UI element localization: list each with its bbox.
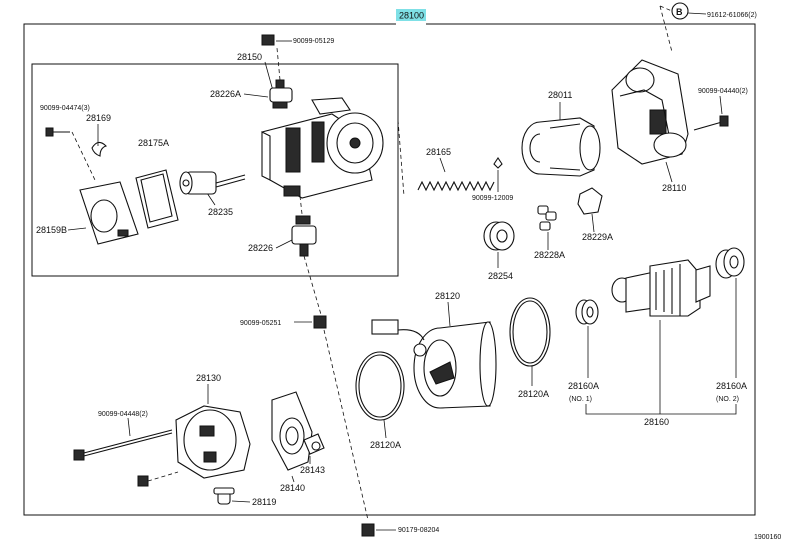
label-28254[interactable]: 28254 (488, 271, 513, 281)
label-28159b[interactable]: 28159B (36, 225, 67, 235)
brush-holder-28140 (271, 391, 313, 471)
label-28160a-no1[interactable]: 28160A (568, 381, 599, 391)
label-28175a[interactable]: 28175A (138, 138, 169, 148)
brush-28143 (303, 433, 325, 455)
label-90099-05251[interactable]: 90099-05251 (240, 320, 281, 327)
end-frame-28130 (175, 405, 251, 479)
label-90099-04440[interactable]: 90099-04440(2) (698, 88, 748, 95)
label-28228a[interactable]: 28228A (534, 250, 565, 260)
label-28160[interactable]: 28160 (644, 417, 669, 427)
note-28160a-no2: (NO. 2) (716, 396, 739, 403)
label-28160a-no2[interactable]: 28160A (716, 381, 747, 391)
reference-marker-letter: B (676, 7, 683, 17)
bolt-90099-04440 (693, 115, 729, 131)
oring-28120a-right (509, 297, 551, 367)
label-90179-08204[interactable]: 90179-08204 (398, 527, 439, 534)
bolt-90099-04474 (45, 127, 96, 181)
label-28120a-right[interactable]: 28120A (518, 389, 549, 399)
bearing-28160a-no2 (715, 247, 745, 279)
solenoid-housing (261, 97, 384, 199)
yoke-28120 (371, 319, 497, 409)
gear-housing-28110 (611, 59, 689, 165)
reference-marker[interactable]: B 91612-61066(2) (659, 2, 757, 53)
label-90099-05129[interactable]: 90099-05129 (293, 38, 334, 45)
through-bolt-90099-04448 (73, 429, 173, 461)
retainer-28228a (537, 205, 557, 231)
reference-marker-circle (671, 2, 689, 20)
reference-marker-part: 91612-61066(2) (707, 12, 757, 19)
bearing-28160a-no1 (575, 299, 599, 325)
plug-90099-05251 (313, 315, 327, 329)
terminal-28226 (291, 215, 317, 257)
subassembly-part-label[interactable]: 28150 (237, 52, 262, 62)
label-28143[interactable]: 28143 (300, 465, 325, 475)
label-28229a[interactable]: 28229A (582, 232, 613, 242)
gear-28254 (483, 221, 515, 251)
plug-90099-05129 (261, 34, 275, 46)
nut-left (137, 475, 149, 487)
label-28169[interactable]: 28169 (86, 113, 111, 123)
armature-bracket (585, 404, 737, 415)
label-90099-12009[interactable]: 90099-12009 (472, 195, 513, 202)
label-28119[interactable]: 28119 (252, 497, 276, 507)
reference-dash-long (659, 5, 673, 53)
armature-28160 (611, 259, 711, 317)
spring-28165 (417, 180, 495, 192)
grommet-28119 (213, 487, 235, 505)
clip-28169 (91, 141, 108, 157)
ball-90099-12009 (493, 157, 503, 169)
label-90099-04474[interactable]: 90099-04474(3) (40, 105, 90, 112)
label-28235[interactable]: 28235 (208, 207, 233, 217)
label-28110[interactable]: 28110 (662, 183, 686, 193)
label-28165[interactable]: 28165 (426, 147, 451, 157)
label-90099-04448[interactable]: 90099-04448(2) (98, 411, 148, 418)
assembly-frame (23, 23, 756, 516)
subassembly-box (31, 63, 399, 277)
subassembly-28150: 28150 90099-04474(3) 28169 28175A 28159B… (31, 47, 399, 319)
label-28226[interactable]: 28226 (248, 243, 273, 253)
plunger-28235 (179, 171, 246, 195)
reference-dash (659, 5, 673, 12)
terminal-28226a (269, 79, 293, 109)
label-28120[interactable]: 28120 (435, 291, 460, 301)
gasket-28175a (135, 169, 179, 229)
plug-90179-08204 (361, 523, 375, 537)
label-28120a-left[interactable]: 28120A (370, 440, 401, 450)
oring-28120a-left (355, 351, 405, 421)
label-28011[interactable]: 28011 (548, 90, 572, 100)
reference-marker-leader (687, 12, 707, 15)
label-28226a[interactable]: 28226A (210, 89, 241, 99)
main-part-label[interactable]: 28100 (399, 11, 424, 21)
label-28130[interactable]: 28130 (196, 373, 221, 383)
note-28160a-no1: (NO. 1) (569, 396, 592, 403)
clutch-28011 (521, 117, 601, 177)
sheet-id: 1900160 (754, 534, 781, 541)
label-28140[interactable]: 28140 (280, 483, 305, 493)
cover-28229a (577, 187, 603, 215)
main-part-highlight (396, 9, 426, 21)
